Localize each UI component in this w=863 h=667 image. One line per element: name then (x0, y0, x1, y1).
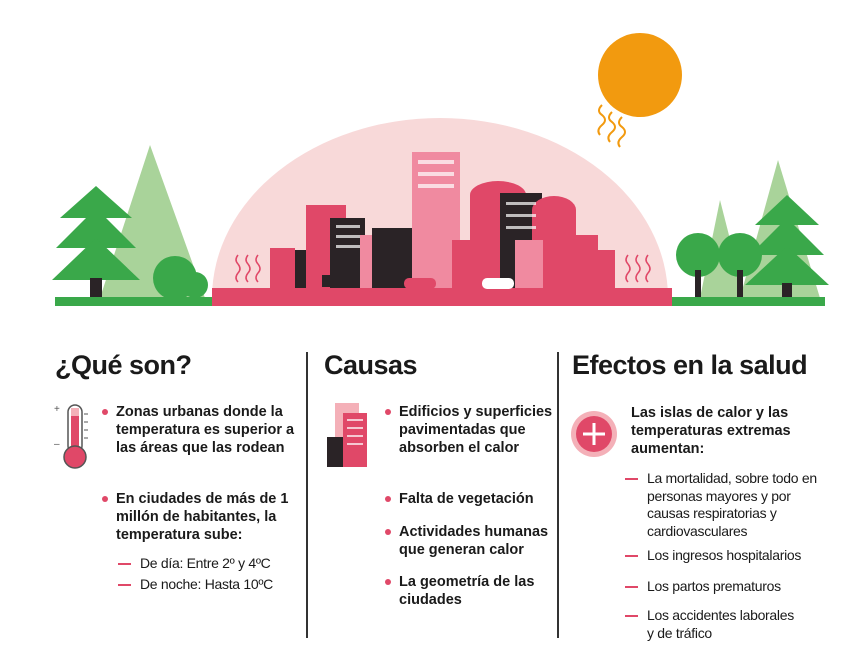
car-icon (322, 275, 514, 289)
bullet-item: Edificios y superficies pavimentadas que… (385, 404, 553, 456)
thermometer-icon: + – (54, 404, 88, 469)
column-divider (306, 352, 308, 638)
section-title-what: ¿Qué son? (55, 350, 192, 380)
sub-item: Los ingresos hospitalarios (625, 547, 822, 565)
bullet-item: Zonas urbanas donde la temperatura es su… (102, 404, 295, 456)
sub-item: De día: Entre 2º y 4ºC (118, 555, 305, 573)
sun-icon (597, 33, 682, 148)
health-lead-text: Las islas de calor y las temperaturas ex… (631, 405, 791, 457)
sub-item: Los accidentes laborales y de tráfico (625, 607, 797, 642)
buildings-icon (327, 403, 367, 467)
sub-item: Los partos prematuros (625, 578, 822, 596)
svg-text:–: – (54, 439, 60, 450)
bullet-item: La geometría de las ciudades (385, 573, 549, 609)
heat-island-illustration (52, 33, 829, 306)
bullet-item: Falta de vegetación (385, 490, 554, 508)
health-cross-icon (571, 411, 617, 457)
column-divider (557, 352, 559, 638)
sub-item: De noche: Hasta 10ºC (118, 576, 305, 594)
bullet-item: En ciudades de más de 1 millón de habita… (102, 490, 301, 544)
svg-text:+: + (54, 404, 60, 415)
sub-item: La mortalidad, sobre todo en personas ma… (625, 470, 817, 539)
section-title-health: Efectos en la salud (572, 350, 808, 380)
section-title-causes: Causas (324, 350, 418, 380)
bullet-item: Actividades humanas que generan calor (385, 524, 549, 558)
